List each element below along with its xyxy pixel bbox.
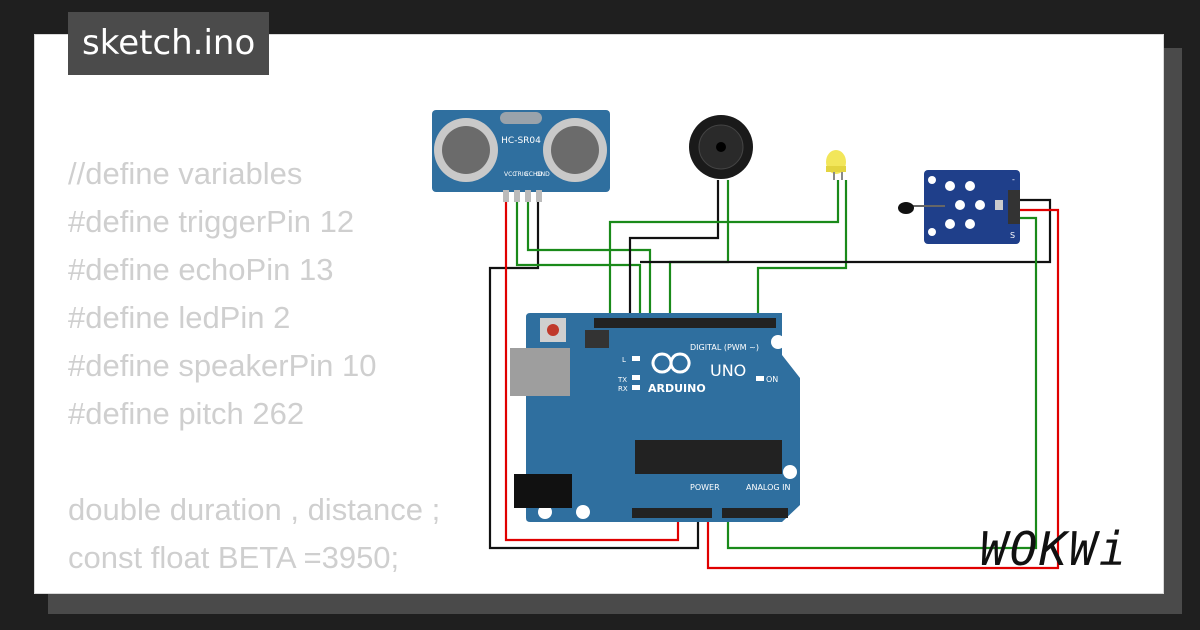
digital-label: DIGITAL (PWM ~) [690, 343, 759, 352]
code-line: #define pitch 262 [68, 396, 305, 431]
wire-black-buzzer [628, 180, 720, 320]
circuit-diagram: HC-SR04 VCC TRIG ECHO GND [432, 110, 1060, 570]
arduino-brand: ARDUINO [648, 382, 706, 395]
code-line: //define variables [68, 156, 303, 191]
wire-green-echo [526, 196, 652, 320]
code-line: #define speakerPin 10 [68, 348, 377, 383]
wire-red-5v [504, 196, 680, 542]
file-tab[interactable]: sketch.ino [68, 12, 270, 75]
ultrasonic-label: HC-SR04 [501, 136, 541, 146]
analog-label: ANALOG IN [746, 483, 791, 492]
arduino-board: DIGITAL (PWM ~) ARDUINO UNO ON POWER ANA… [510, 313, 800, 522]
led-label: TX [617, 376, 627, 384]
wokwi-logo: WOKWi [980, 522, 1129, 576]
code-line: double duration , distance ; [68, 492, 441, 527]
ntc-module: - S [898, 170, 1020, 244]
ultrasonic-pin-label: VCC [504, 171, 516, 178]
wire-green-led-a [608, 180, 840, 320]
wire-black-gnd [488, 196, 700, 550]
ntc-pin-label: S [1010, 231, 1015, 240]
code-line: #define ledPin 2 [68, 300, 291, 335]
code-preview: //define variables #define triggerPin 12… [68, 150, 488, 582]
on-label: ON [766, 375, 778, 384]
code-line: const float BETA =3950; [68, 540, 400, 575]
ultrasonic-pin-label: TRIG [513, 171, 529, 178]
wire-green-trig [515, 196, 642, 320]
wire-black-ntc [640, 198, 1052, 264]
code-line: #define echoPin 13 [68, 252, 334, 287]
ultrasonic-pin-label: GND [536, 171, 550, 178]
ultrasonic-pin-label: ECHO [525, 171, 542, 178]
wire-green-led-b [756, 180, 848, 320]
ultrasonic-sensor: HC-SR04 VCC TRIG ECHO GND [432, 110, 610, 202]
power-label: POWER [690, 483, 720, 492]
led [826, 150, 846, 180]
wire-green-buzzer [668, 180, 730, 320]
buzzer [689, 115, 753, 179]
wires [488, 180, 1060, 570]
ntc-pin-label: - [1012, 175, 1015, 184]
code-line: #define triggerPin 12 [68, 204, 355, 239]
wire-green-ntc [726, 216, 1038, 550]
arduino-model: UNO [710, 361, 746, 380]
led-label: RX [618, 385, 628, 393]
wire-red-ntc [706, 208, 1060, 570]
led-label: L [622, 356, 626, 364]
